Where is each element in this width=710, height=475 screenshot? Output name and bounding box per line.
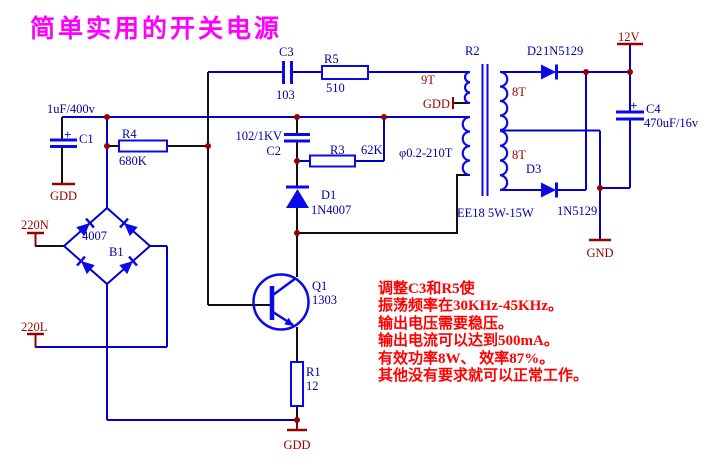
r2-ref-label: R2 bbox=[465, 44, 480, 58]
r3-ref-label: R3 bbox=[330, 143, 345, 157]
c1-value-label: 1uF/400v bbox=[47, 102, 96, 116]
r1-value-label: 12 bbox=[306, 379, 319, 393]
note-line: 振荡频率在30KHz-45KHz。 bbox=[378, 296, 563, 314]
junction-dot bbox=[583, 69, 589, 75]
diode-d2 bbox=[541, 64, 558, 80]
c4-ref-label: C4 bbox=[646, 102, 661, 116]
page-title: 简单实用的开关电源 bbox=[30, 14, 282, 43]
r5-value-label: 510 bbox=[326, 81, 345, 95]
note-line: 有效功率8W、 效率87%。 bbox=[378, 349, 554, 367]
capacitor-c4 bbox=[616, 110, 644, 121]
d3-value-label: 1N5129 bbox=[557, 204, 597, 218]
q1-value-label: 1303 bbox=[312, 293, 337, 307]
wire bbox=[35, 245, 168, 348]
winding-secondary-bottom bbox=[499, 129, 509, 192]
resistor-r3 bbox=[309, 154, 356, 168]
r4-ref-label: R4 bbox=[122, 127, 137, 141]
resistor-r4 bbox=[118, 139, 168, 153]
wire bbox=[207, 72, 270, 306]
net-12v-label: 12V bbox=[618, 30, 640, 44]
junction-dot bbox=[294, 114, 300, 120]
transformer-t1 bbox=[461, 64, 509, 196]
d1-value-label: 1N4007 bbox=[311, 203, 351, 217]
c1-plus-sign: + bbox=[64, 127, 71, 142]
d2-value-label: 1N5129 bbox=[543, 44, 583, 58]
capacitor-c3 bbox=[282, 61, 293, 84]
net-220n-label: 220N bbox=[21, 218, 49, 232]
winding-feedback-9t bbox=[463, 70, 471, 105]
d3-ref-label: D3 bbox=[526, 162, 541, 176]
t1-primary-label: φ0.2-210T bbox=[399, 146, 453, 160]
terminal-220l bbox=[27, 332, 44, 347]
r1-ref-label: R1 bbox=[306, 365, 321, 379]
winding-secondary-top bbox=[499, 70, 509, 132]
note-line: 调整C3和R5使 bbox=[378, 279, 476, 297]
d1-ref-label: D1 bbox=[321, 188, 336, 202]
r4-value-label: 680K bbox=[119, 154, 147, 168]
note-line: 输出电压需要稳压。 bbox=[378, 314, 513, 332]
c1-ref-label: C1 bbox=[79, 132, 94, 146]
bridge-diode bbox=[76, 217, 95, 237]
junction-dot bbox=[104, 114, 110, 120]
r3-value-label: 62K bbox=[361, 143, 383, 157]
c2-ref-label: C2 bbox=[266, 144, 281, 158]
junction-dot bbox=[294, 158, 300, 164]
junction-dot bbox=[381, 114, 387, 120]
c3-value-label: 103 bbox=[276, 88, 295, 102]
bridge-diode bbox=[119, 255, 138, 275]
wire bbox=[106, 284, 297, 421]
net-220l-label: 220L bbox=[21, 320, 47, 334]
resistor-r1 bbox=[290, 361, 304, 407]
bridge-diode bbox=[76, 255, 95, 275]
junction-dot bbox=[627, 69, 633, 75]
junction-dot bbox=[294, 230, 300, 236]
wire bbox=[600, 44, 631, 189]
t1-9t-label: 9T bbox=[421, 73, 435, 87]
gdd-label-c1: GDD bbox=[50, 189, 77, 203]
terminal-220n bbox=[27, 231, 44, 246]
capacitor-c1 bbox=[50, 138, 77, 148]
c2-value-label: 102/1KV bbox=[235, 129, 282, 143]
b1-ref-label: B1 bbox=[109, 245, 124, 259]
r5-ref-label: R5 bbox=[324, 52, 339, 66]
c4-plus-sign: + bbox=[630, 98, 637, 113]
note-line: 其他没有要求就可以正常工作。 bbox=[378, 366, 588, 384]
t1-8t-bottom-label: 8T bbox=[512, 148, 526, 162]
bridge-rectifier-b1 bbox=[62, 206, 152, 286]
gdd-label-r1: GDD bbox=[283, 438, 310, 452]
net-gnd-label: GND bbox=[586, 246, 613, 260]
capacitor-c2 bbox=[284, 133, 310, 143]
t1-core-label: EE18 5W-15W bbox=[457, 206, 534, 220]
gdd-label-9t: GDD bbox=[423, 97, 450, 111]
b1-value-label: 4007 bbox=[82, 229, 107, 243]
notes-block: 调整C3和R5使 振荡频率在30KHz-45KHz。 输出电压需要稳压。 输出电… bbox=[378, 279, 588, 384]
diode-d3 bbox=[541, 182, 558, 198]
junction-dot bbox=[104, 143, 110, 149]
emitter-arrow bbox=[284, 317, 294, 326]
note-line: 输出电流可以达到500mA。 bbox=[378, 331, 559, 349]
wires-blue bbox=[35, 44, 631, 421]
junction-dot bbox=[597, 185, 603, 191]
c4-value-label: 470uF/16v bbox=[644, 116, 699, 130]
wire bbox=[297, 174, 470, 234]
junction-dot bbox=[294, 417, 300, 423]
t1-8t-top-label: 8T bbox=[512, 85, 526, 99]
transistor-q1 bbox=[252, 273, 310, 331]
c3-ref-label: C3 bbox=[279, 45, 294, 59]
diode-d1 bbox=[286, 185, 309, 208]
junction-dots bbox=[104, 69, 633, 423]
d2-ref-label: D2 bbox=[527, 44, 542, 58]
junction-dot bbox=[205, 143, 211, 149]
resistor-r5 bbox=[321, 65, 369, 80]
q1-ref-label: Q1 bbox=[312, 279, 327, 293]
bridge-diode bbox=[119, 217, 138, 237]
winding-primary bbox=[461, 115, 471, 177]
